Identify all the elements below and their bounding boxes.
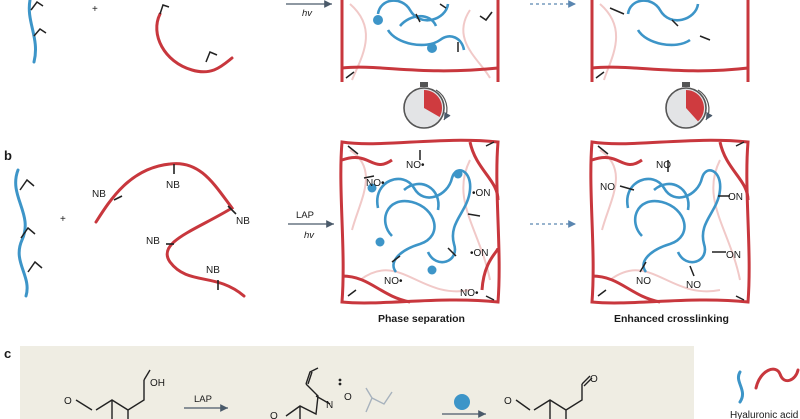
svg-text:O: O <box>504 396 512 407</box>
fragment-faded <box>365 387 393 413</box>
caption-enhanced-crosslinking: Enhanced crosslinking <box>614 313 729 325</box>
svg-text:NO: NO <box>686 280 701 291</box>
blue-coil-a-left <box>376 0 466 51</box>
n-label: N <box>326 400 333 411</box>
molecule-product <box>515 375 593 419</box>
plus-icon: + <box>60 214 66 225</box>
arrow-label-lap-c: LAP <box>194 394 212 405</box>
nb-label: NB <box>92 189 106 200</box>
svg-text:NO•: NO• <box>460 288 479 299</box>
svg-text:ON: ON <box>726 250 741 261</box>
panel-c: c O OH LAP O N O <box>4 346 800 419</box>
nb-label: NB <box>206 265 220 276</box>
svg-text:•ON: •ON <box>470 248 489 259</box>
svg-text:NO: NO <box>636 276 651 287</box>
nb-label: NB <box>146 236 160 247</box>
panel-letter-b: b <box>4 148 12 163</box>
blue-polymer-a <box>27 0 37 64</box>
oh-label: OH <box>150 378 165 389</box>
red-polymer-a <box>155 12 234 74</box>
red-polymer-b <box>94 162 246 298</box>
legend-blue-polymer <box>737 370 745 404</box>
svg-text:NO: NO <box>656 160 671 171</box>
svg-text:O: O <box>590 374 598 385</box>
panel-b: b + NB NB NB NB NB LAP hv <box>4 138 751 325</box>
legend-red-polymer <box>754 367 800 390</box>
molecule-start <box>75 369 151 419</box>
vinyl-group <box>33 28 47 37</box>
panel-letter-c: c <box>4 346 11 361</box>
svg-text:ON: ON <box>728 192 743 203</box>
vinyl-group <box>159 4 170 15</box>
svg-text:NO•: NO• <box>384 276 403 287</box>
panel-a: + hv <box>27 0 750 129</box>
vinyl-group <box>30 0 44 11</box>
timer-icon <box>665 82 713 129</box>
network-box-b-left: NO• NO• •ON •ON NO• NO• <box>339 138 501 305</box>
svg-text:•ON: •ON <box>472 188 491 199</box>
legend-label: Hyaluronic acid <box>730 410 798 419</box>
molecule-intermediate <box>285 367 331 419</box>
blue-coil-a-right <box>626 0 700 47</box>
arrow-label-hv-b: hv <box>304 230 315 241</box>
blue-dot-icon <box>454 394 470 410</box>
caption-phase-separation: Phase separation <box>378 313 465 325</box>
nb-label: NB <box>166 180 180 191</box>
arrow-label-lap-b: LAP <box>296 210 314 221</box>
nb-label: NB <box>236 216 250 227</box>
vinyl-group <box>19 178 35 191</box>
svg-text:NO•: NO• <box>406 160 425 171</box>
vinyl-group <box>27 260 43 273</box>
svg-text:NO•: NO• <box>366 178 385 189</box>
network-box-b-right: NO NO ON ON NO NO <box>589 138 751 305</box>
vinyl-group <box>205 51 218 63</box>
vinyl-group <box>20 226 36 239</box>
svg-text:NO: NO <box>600 182 615 193</box>
legend: Hyaluronic acid <box>730 367 800 419</box>
arrow-label-hv-a: hv <box>302 8 313 19</box>
radical-o-label: O <box>344 392 352 403</box>
svg-text:O: O <box>64 396 72 407</box>
svg-text:O: O <box>270 411 278 419</box>
timer-icon <box>403 82 451 129</box>
plus-icon: + <box>92 4 98 15</box>
blue-polymer-b <box>14 168 29 298</box>
